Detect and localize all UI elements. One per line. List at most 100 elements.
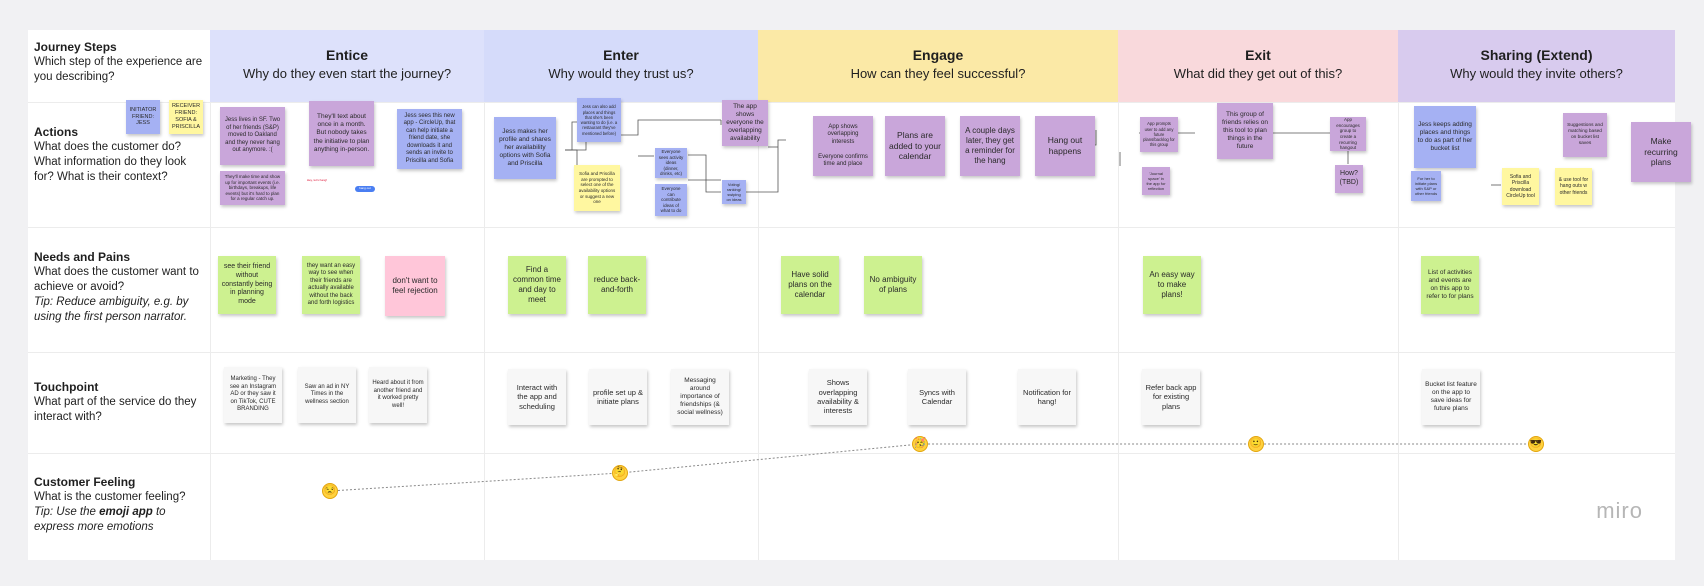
column-header-sharing[interactable]: Sharing (Extend) Why would they invite o… <box>1398 30 1675 102</box>
action-note[interactable]: App encourages group to create a recurri… <box>1330 117 1366 151</box>
connector <box>565 121 577 151</box>
touchpoint-note[interactable]: Bucket list feature on the app to save i… <box>1422 369 1480 425</box>
column-name: Engage <box>912 47 964 63</box>
row-label-needs: Needs and Pains What does the customer w… <box>34 250 204 325</box>
column-divider <box>1398 102 1399 560</box>
action-note[interactable]: Everyone can contribute ideas of what to… <box>655 184 687 216</box>
row-label-actions: Actions <box>34 125 134 140</box>
action-note[interactable]: App shows overlapping interests Everyone… <box>813 116 873 176</box>
row-desc: What is the customer feeling? <box>34 491 186 503</box>
action-note[interactable]: For her to initiate plans with S&P or ot… <box>1411 171 1441 201</box>
touchpoint-note[interactable]: Interact with the app and scheduling <box>508 369 566 425</box>
touchpoint-note[interactable]: Notification for hang! <box>1018 369 1076 425</box>
tip-suffix: to express more emotions <box>34 506 166 533</box>
need-note[interactable]: Find a common time and day to meet <box>508 256 566 314</box>
action-note[interactable]: Jess sees this new app - CircleUp, that … <box>397 109 462 169</box>
column-divider <box>210 102 211 560</box>
thinking-emoji-icon[interactable]: 🤔 <box>612 465 628 481</box>
touchpoint-note[interactable]: Syncs with Calendar <box>908 369 966 425</box>
touchpoint-note[interactable]: Saw an ad in NY Times in the wellness se… <box>298 367 356 423</box>
action-note[interactable]: Jess makes her profile and shares her av… <box>494 117 556 179</box>
column-header-entice[interactable]: Entice Why do they even start the journe… <box>210 30 484 102</box>
action-note[interactable]: They'll text about once in a month. But … <box>309 101 374 166</box>
need-note[interactable]: don't want to feel rejection <box>385 256 445 316</box>
column-question: Why would they trust us? <box>548 66 694 81</box>
smile-emoji-icon[interactable]: 🙂 <box>1248 436 1264 452</box>
action-note[interactable]: Jess lives in SF. Two of her friends (S&… <box>220 107 285 165</box>
row-tip: Tip: Reduce ambiguity, e.g. by using the… <box>34 296 189 323</box>
action-note[interactable]: Voting/ ranking/ swiping on ideas <box>722 180 746 204</box>
row-desc: What part of the service do they interac… <box>34 396 197 423</box>
row-desc-actions: What does the customer do? What informat… <box>34 141 187 183</box>
column-header-exit[interactable]: Exit What did they get out of this? <box>1118 30 1398 102</box>
action-note[interactable]: Sofia and Priscilla are prompted to sele… <box>574 165 620 211</box>
party-emoji-icon[interactable]: 🥳 <box>912 436 928 452</box>
action-note[interactable]: 'Journal space' in the app for reflectio… <box>1142 167 1170 195</box>
touchpoint-note[interactable]: Heard about it from another friend and i… <box>369 367 427 423</box>
need-note[interactable]: An easy way to make plans! <box>1143 256 1201 314</box>
action-note[interactable]: How? (TBD) <box>1335 165 1363 193</box>
column-divider <box>484 102 485 560</box>
touchpoint-note[interactable]: Shows overlapping availability & interes… <box>809 369 867 425</box>
action-note[interactable]: Suggestions and matching based on bucket… <box>1563 113 1607 157</box>
action-note[interactable]: They'll make time and show up for import… <box>220 171 285 205</box>
lane-divider <box>28 102 1675 103</box>
action-note[interactable]: The app shows everyone the overlapping a… <box>722 100 768 146</box>
lane-divider <box>28 227 1675 228</box>
action-note[interactable]: App prompts user to add any future plans… <box>1140 117 1178 152</box>
need-note[interactable]: they want an easy way to see when their … <box>302 256 360 314</box>
touchpoint-note[interactable]: Messaging around importance of friendshi… <box>671 369 729 425</box>
row-label-feeling: Customer Feeling What is the customer fe… <box>34 475 204 535</box>
action-note[interactable]: Sofia and Priscilla download CircleUp to… <box>1502 168 1539 205</box>
action-note[interactable]: Everyone sees activity ideas (dinner, dr… <box>655 148 687 178</box>
column-header-engage[interactable]: Engage How can they feel successful? <box>758 30 1118 102</box>
action-note[interactable]: Jess can also add places and things that… <box>577 98 621 142</box>
legend-initiator-note[interactable]: INITIATOR FRIEND: JESS <box>126 100 160 134</box>
cool-emoji-icon[interactable]: 😎 <box>1528 436 1544 452</box>
row-title: Customer Feeling <box>34 475 136 489</box>
column-question: How can they feel successful? <box>850 66 1026 81</box>
action-note[interactable]: This group of friends relies on this too… <box>1217 103 1273 159</box>
tiny-chip: hang out <box>355 186 375 192</box>
tiny-tag: Hey, let's hang! <box>306 178 328 183</box>
connector <box>746 139 786 193</box>
tip-bold: emoji app <box>99 506 153 518</box>
column-header-enter[interactable]: Enter Why would they trust us? <box>484 30 758 102</box>
column-question: Why would they invite others? <box>1450 66 1623 81</box>
tip-prefix: Tip: Use the <box>34 506 100 518</box>
need-note[interactable]: reduce back-and-forth <box>588 256 646 314</box>
connector <box>688 154 721 193</box>
action-note[interactable]: & use tool for hang outs w other friends <box>1555 168 1592 205</box>
touchpoint-note[interactable]: Marketing - They see an Instagram AD or … <box>224 367 282 423</box>
sad-emoji-icon[interactable]: 😒 <box>322 483 338 499</box>
need-note[interactable]: see their friend without constantly bein… <box>218 256 276 314</box>
need-note[interactable]: Have solid plans on the calendar <box>781 256 839 314</box>
touchpoint-note[interactable]: Refer back app for existing plans <box>1142 369 1200 425</box>
action-note[interactable]: Jess keeps adding places and things to d… <box>1414 106 1476 168</box>
action-note[interactable]: Hang out happens <box>1035 116 1095 176</box>
row-title: Touchpoint <box>34 380 99 394</box>
action-note[interactable]: Plans are added to your calendar <box>885 116 945 176</box>
column-divider <box>758 102 759 560</box>
column-name: Entice <box>325 47 368 63</box>
touchpoint-note[interactable]: profile set up & initiate plans <box>589 369 647 425</box>
row-label-journey: Journey Steps Which step of the experien… <box>34 40 204 85</box>
miro-logo: miro <box>1596 498 1643 523</box>
need-note[interactable]: List of activities and events are on thi… <box>1421 256 1479 314</box>
column-name: Enter <box>603 47 639 63</box>
column-divider <box>1118 102 1119 560</box>
row-desc: Which step of the experience are you des… <box>34 56 203 83</box>
row-desc: What does the customer want to achieve o… <box>34 266 199 293</box>
row-title: Needs and Pains <box>34 250 131 264</box>
action-note[interactable]: A couple days later, they get a reminder… <box>960 116 1020 176</box>
need-note[interactable]: No ambiguity of plans <box>864 256 922 314</box>
lane-divider <box>28 352 1675 353</box>
column-question: Why do they even start the journey? <box>242 66 452 81</box>
action-note[interactable]: Make recurring plans <box>1631 122 1691 182</box>
column-question: What did they get out of this? <box>1173 66 1343 81</box>
row-tip: Tip: Use the emoji app to express more e… <box>34 505 204 535</box>
row-title: Journey Steps <box>34 40 117 54</box>
lane-divider <box>28 453 1675 454</box>
legend-receiver-note[interactable]: RECEIVER FRIEND: SOFIA & PRISCILLA <box>169 100 203 134</box>
journey-map-board: Entice Why do they even start the journe… <box>28 30 1691 560</box>
